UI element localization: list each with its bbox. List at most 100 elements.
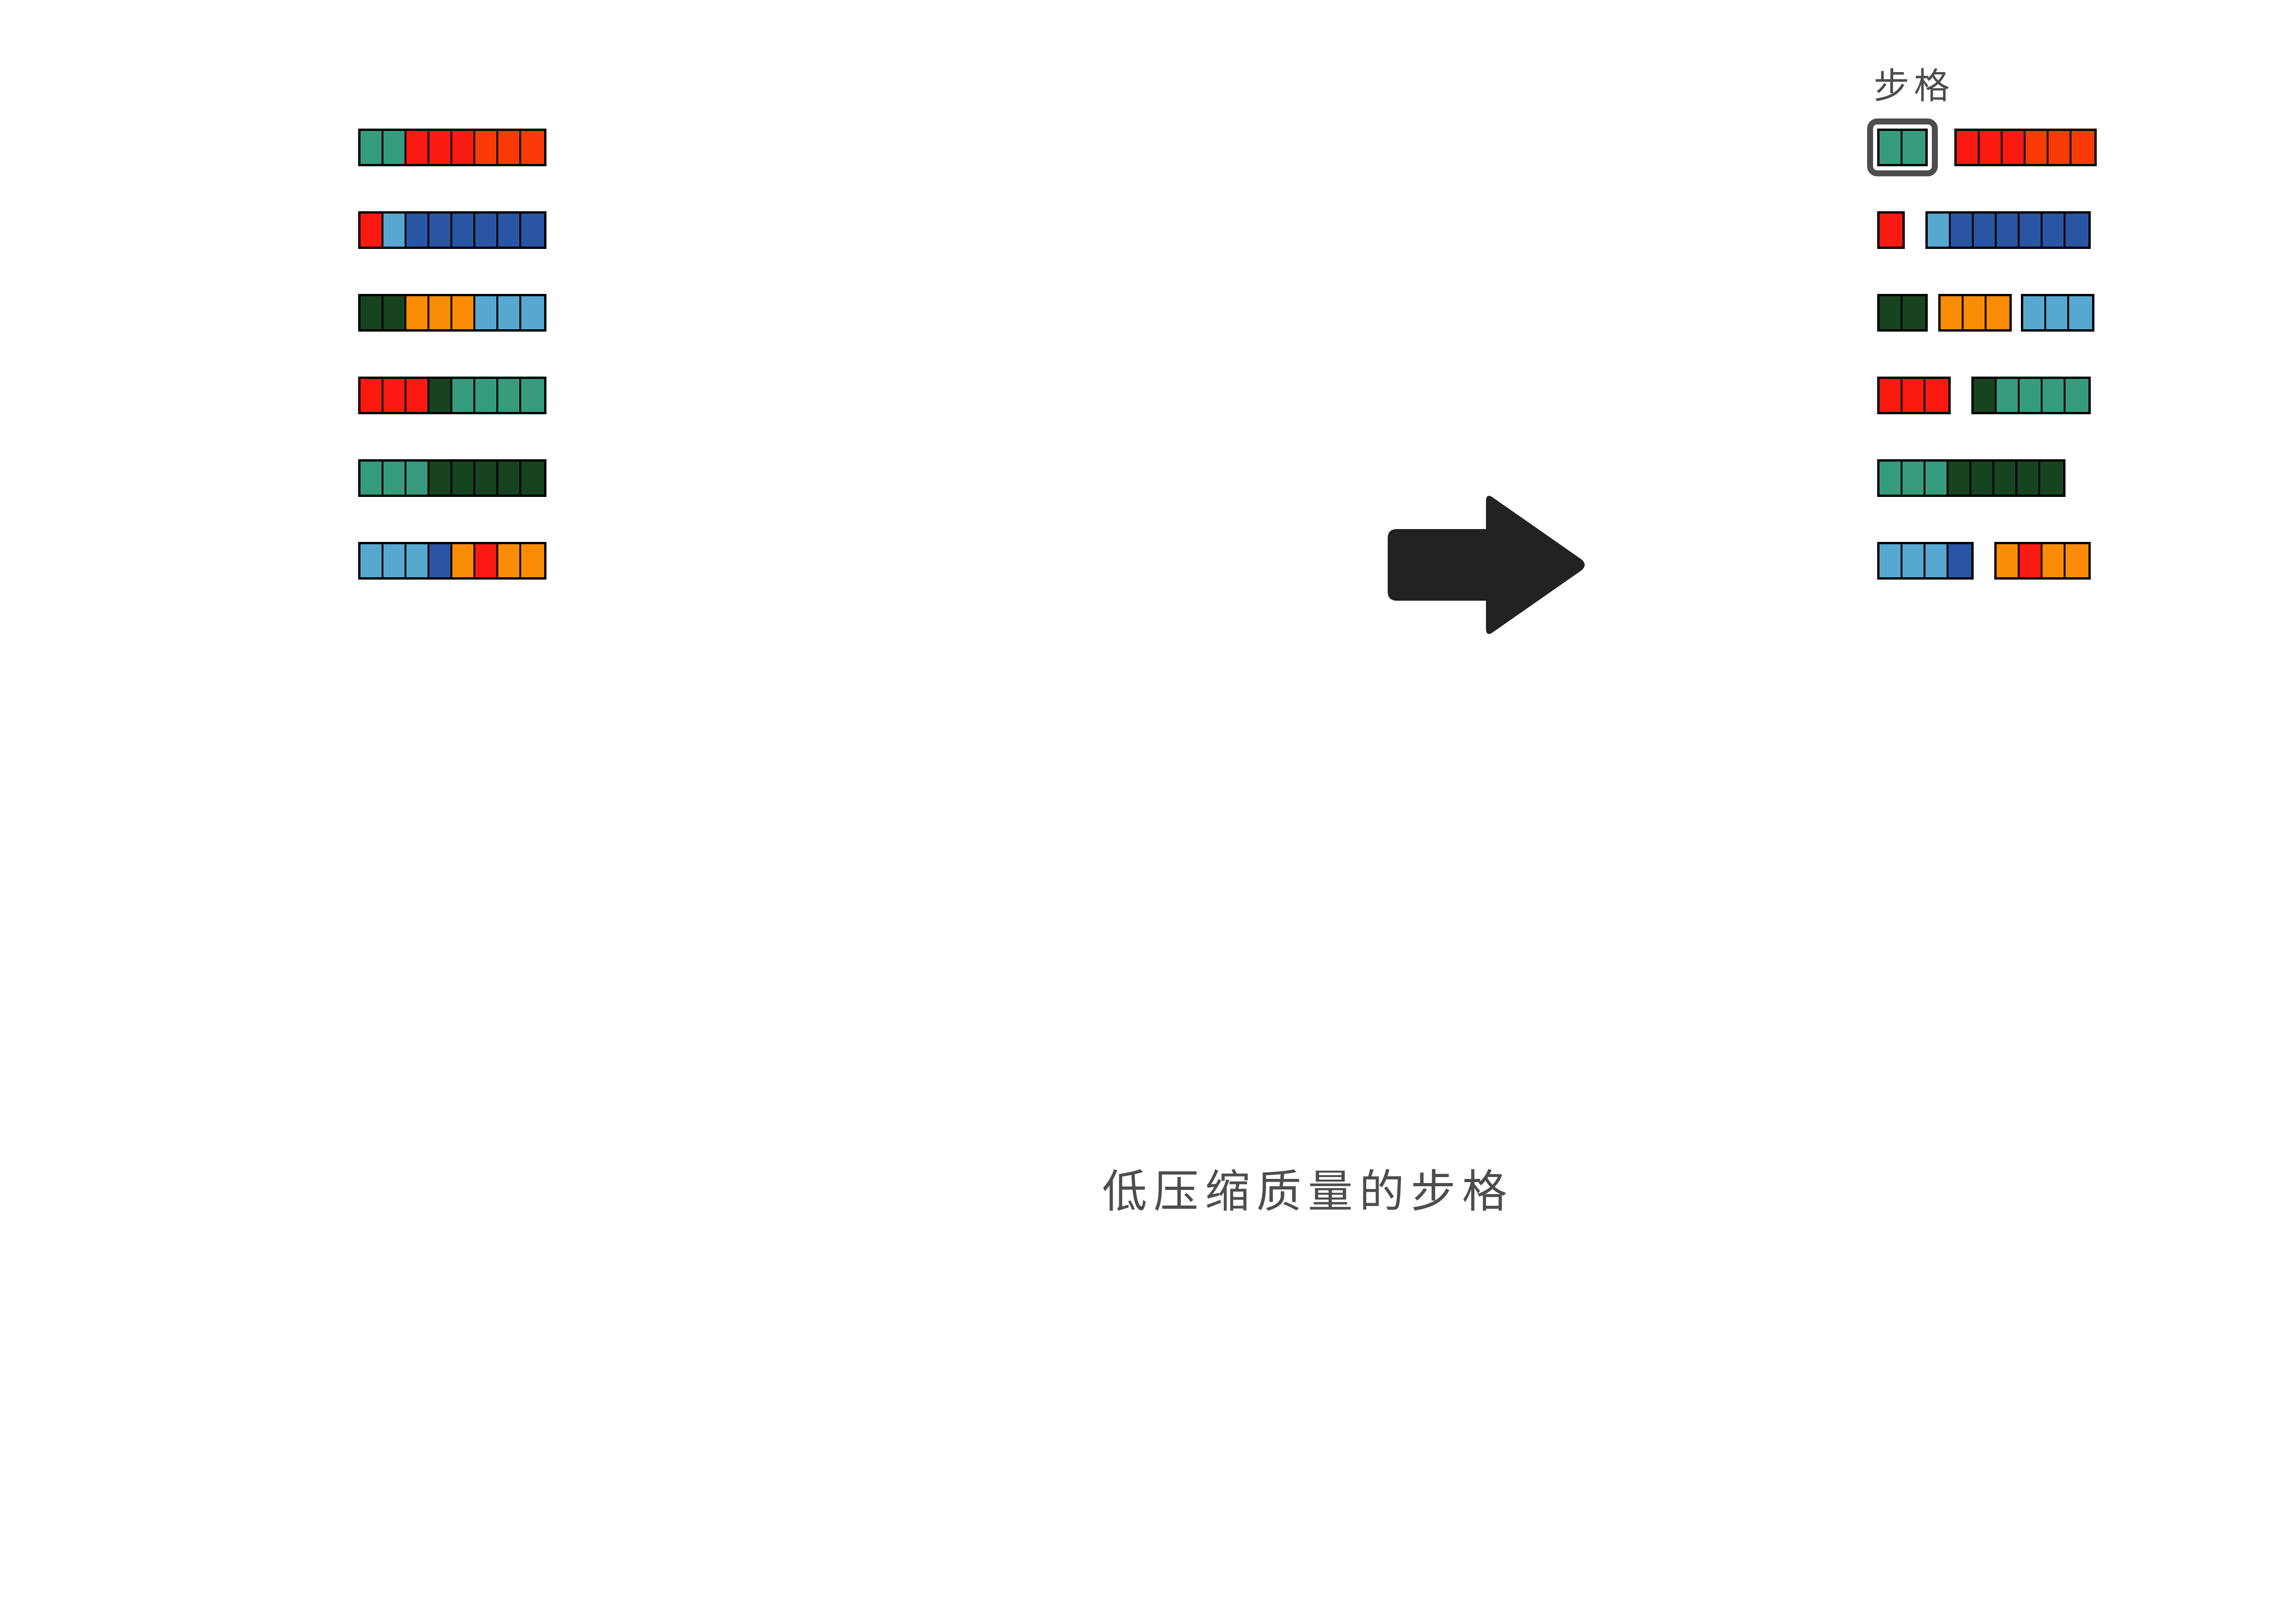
memory-block-group [358, 129, 546, 166]
memory-cell-red [1880, 379, 1902, 412]
memory-cell-teal [360, 462, 383, 495]
memory-cell-red [1956, 131, 1980, 164]
memory-block-group [1954, 129, 2097, 166]
memory-cell-light-blue [360, 544, 383, 577]
memory-cell-dark-blue [1948, 544, 1971, 577]
memory-cell-light-blue [498, 296, 521, 329]
memory-block-group [358, 211, 546, 249]
memory-cell-orange [498, 544, 521, 577]
memory-block-group [1877, 294, 1928, 332]
memory-cell-dark-green [1948, 462, 1971, 495]
memory-cell-teal [1902, 462, 1925, 495]
memory-cell-dark-blue [452, 214, 475, 247]
page-caption: 低压缩质量的步格 [1102, 1166, 1514, 1217]
memory-cell-orange [1963, 296, 1986, 329]
memory-cell-red [2020, 544, 2043, 577]
memory-cell-light-blue [521, 296, 544, 329]
memory-cell-light-blue [1925, 544, 1948, 577]
memory-cell-orangered [2025, 131, 2048, 164]
memory-cell-orangered [2048, 131, 2071, 164]
memory-cell-light-blue [1928, 214, 1951, 247]
memory-cell-dark-blue [475, 214, 498, 247]
memory-cell-red [383, 379, 406, 412]
memory-cell-light-blue [2069, 296, 2092, 329]
memory-block-group [2020, 294, 2094, 332]
memory-cell-dark-green [1880, 296, 1902, 329]
memory-cell-dark-green [1994, 462, 2017, 495]
memory-cell-red [2002, 131, 2026, 164]
memory-cell-orange [406, 296, 429, 329]
memory-cell-red [360, 379, 383, 412]
memory-cell-red [452, 131, 475, 164]
memory-cell-light-blue [475, 296, 498, 329]
memory-cell-dark-green [360, 296, 383, 329]
memory-cell-teal [2065, 379, 2088, 412]
memory-cell-dark-blue [2020, 214, 2043, 247]
memory-cell-orange [1997, 544, 2020, 577]
memory-cell-dark-green [429, 462, 452, 495]
memory-cell-orangered [521, 131, 544, 164]
memory-cell-orangered [475, 131, 498, 164]
memory-cell-light-blue [2023, 296, 2046, 329]
memory-cell-dark-green [1902, 296, 1925, 329]
memory-cell-teal [475, 379, 498, 412]
memory-cell-dark-blue [2065, 214, 2088, 247]
memory-cell-dark-green [429, 379, 452, 412]
memory-cell-teal [1880, 462, 1902, 495]
memory-block-group [1994, 542, 2091, 580]
memory-cell-light-blue [1880, 544, 1902, 577]
memory-block-group [1938, 294, 2012, 332]
memory-cell-dark-green [2017, 462, 2040, 495]
memory-cell-orange [2065, 544, 2088, 577]
memory-cell-dark-blue [498, 214, 521, 247]
memory-cell-dark-blue [1974, 214, 1997, 247]
memory-cell-orange [1940, 296, 1964, 329]
memory-cell-orange [429, 296, 452, 329]
memory-cell-teal [1880, 131, 1902, 164]
memory-block-group [1971, 377, 2091, 414]
memory-cell-dark-green [1974, 379, 1997, 412]
memory-cell-teal [406, 462, 429, 495]
memory-cell-teal [1902, 131, 1925, 164]
memory-block-group [1925, 211, 2091, 249]
memory-block-group [1877, 459, 2065, 497]
memory-cell-light-blue [383, 544, 406, 577]
memory-block-group [358, 459, 546, 497]
memory-cell-light-blue [1902, 544, 1925, 577]
memory-cell-red [360, 214, 383, 247]
memory-cell-orange [2043, 544, 2065, 577]
memory-cell-teal [2043, 379, 2065, 412]
memory-cell-red [406, 131, 429, 164]
memory-cell-dark-green [475, 462, 498, 495]
memory-cell-orange [1986, 296, 2009, 329]
memory-cell-orange [452, 296, 475, 329]
memory-cell-teal [452, 379, 475, 412]
memory-cell-dark-blue [521, 214, 544, 247]
memory-cell-teal [498, 379, 521, 412]
memory-cell-light-blue [406, 544, 429, 577]
right-arrow-icon [1388, 496, 1585, 634]
memory-cell-teal [521, 379, 544, 412]
memory-cell-light-blue [383, 214, 406, 247]
memory-cell-teal [2020, 379, 2043, 412]
memory-cell-dark-green [383, 296, 406, 329]
memory-block-group [1877, 377, 1951, 414]
memory-cell-dark-green [452, 462, 475, 495]
memory-cell-dark-green [2040, 462, 2063, 495]
memory-cell-teal [383, 462, 406, 495]
memory-cell-teal [383, 131, 406, 164]
memory-cell-teal [360, 131, 383, 164]
memory-cell-dark-green [1971, 462, 1994, 495]
memory-cell-dark-blue [406, 214, 429, 247]
memory-cell-teal [1997, 379, 2020, 412]
memory-cell-red [1902, 379, 1925, 412]
memory-cell-red [1979, 131, 2003, 164]
memory-block-group [358, 542, 546, 580]
memory-block-group [1877, 542, 1974, 580]
memory-cell-dark-blue [1997, 214, 2020, 247]
memory-cell-orange [521, 544, 544, 577]
memory-cell-dark-blue [2043, 214, 2065, 247]
